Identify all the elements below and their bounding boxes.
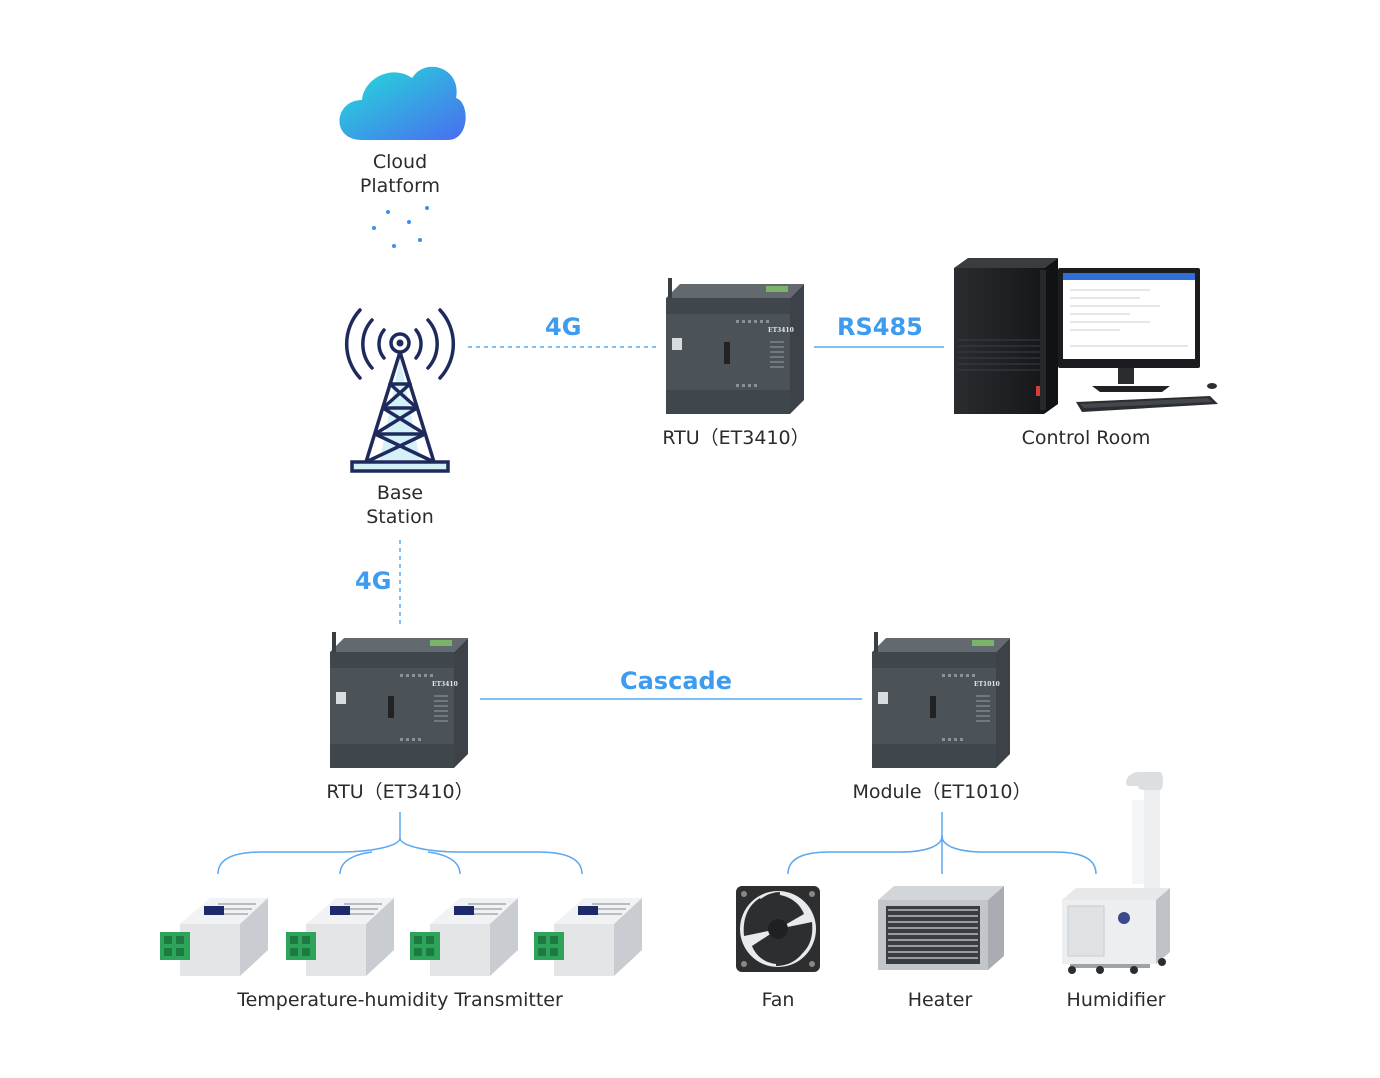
rtu-bottom-label: RTU（ET3410）	[326, 781, 474, 803]
module-device-icon: ET1010	[871, 631, 1011, 769]
base-label-line1: Base	[376, 482, 424, 504]
sensor-icon	[409, 897, 519, 977]
desktop-computer-icon	[954, 258, 1218, 414]
transmitter-label: Temperature-humidity Transmitter	[237, 989, 563, 1011]
uplink-beams	[373, 208, 428, 300]
base-station-label: Base Station	[340, 481, 460, 529]
heater-label: Heater	[907, 989, 973, 1011]
cloud-label-line2: Platform	[359, 175, 441, 197]
sensor-icon	[533, 897, 643, 977]
rtu-top-label: RTU（ET3410）	[662, 427, 810, 449]
svg-text:ET3410: ET3410	[432, 681, 458, 688]
fan-icon	[736, 886, 820, 972]
control-room-label: Control Room	[1021, 427, 1151, 449]
rtu-device-icon: ET3410	[329, 631, 469, 769]
module-label: Module（ET1010）	[852, 781, 1032, 803]
rtu-device-icon: ET3410	[665, 277, 805, 415]
link-label-rs485: RS485	[837, 313, 923, 341]
cloud-label-line1: Cloud	[372, 151, 428, 173]
cell-tower-icon	[344, 308, 456, 473]
transmitter-connector	[217, 812, 583, 875]
base-label-line2: Station	[366, 506, 434, 528]
link-label-cascade: Cascade	[620, 667, 732, 695]
actuator-connector	[787, 812, 1097, 875]
svg-text:ET3410: ET3410	[768, 327, 794, 334]
link-label-4g-bottom: 4G	[355, 567, 392, 595]
cloud-platform-label: Cloud Platform	[340, 150, 460, 198]
cloud-icon	[339, 66, 466, 140]
humidifier-label: Humidifier	[1066, 989, 1166, 1011]
link-label-4g-top: 4G	[545, 313, 582, 341]
svg-text:ET1010: ET1010	[974, 681, 1000, 688]
fan-label: Fan	[761, 989, 795, 1011]
humidifier-icon	[1062, 772, 1170, 974]
sensor-icon	[285, 897, 395, 977]
heater-icon	[878, 886, 1004, 970]
sensor-icon	[159, 897, 269, 977]
